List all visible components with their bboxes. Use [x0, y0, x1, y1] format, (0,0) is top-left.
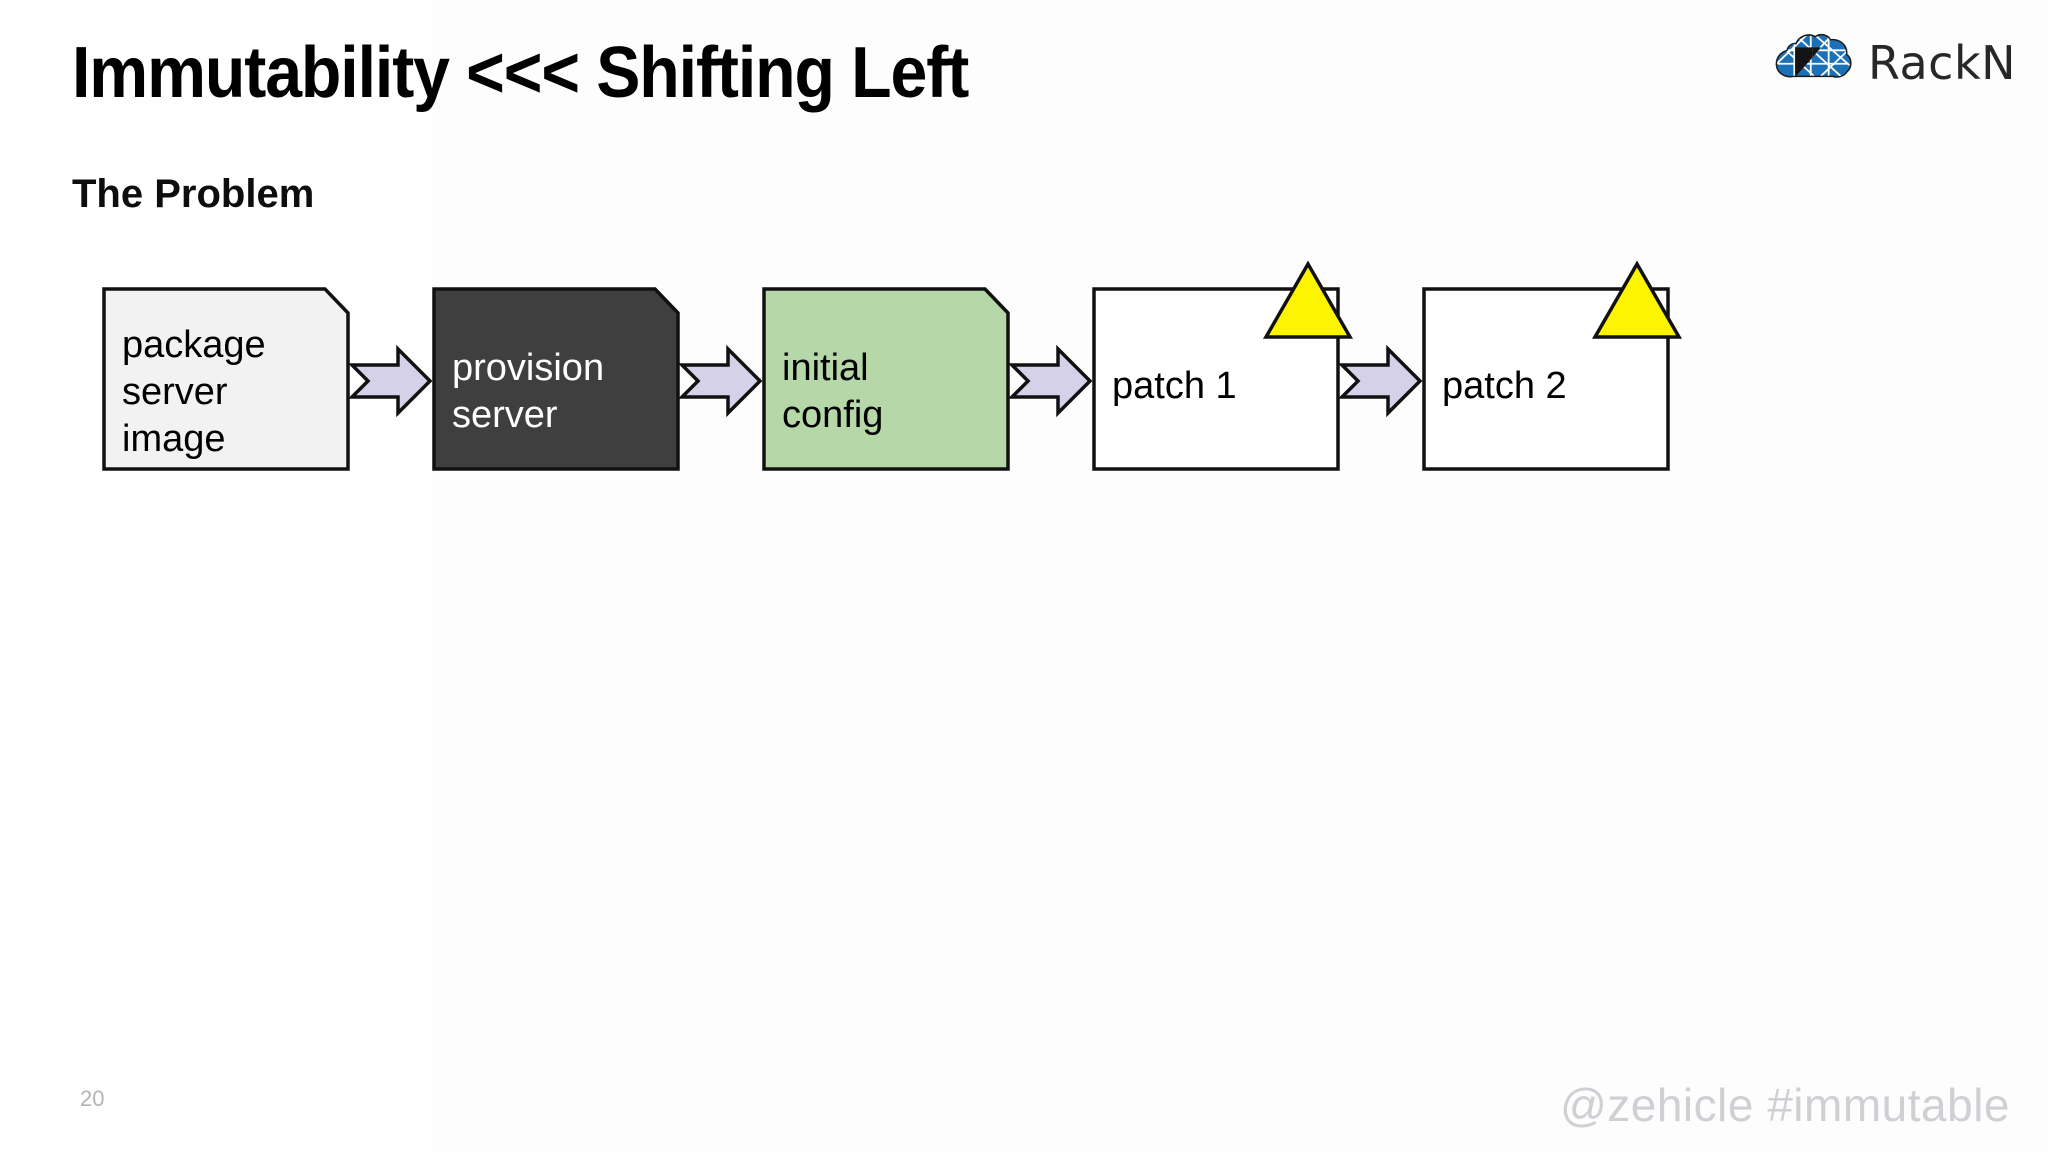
flow-node-label: server	[452, 394, 558, 436]
flow-node-label: patch 2	[1442, 365, 1567, 407]
rackn-wordmark: RackN	[1868, 36, 2016, 90]
flow-node-label: provision	[452, 347, 604, 389]
slide-number: 20	[80, 1086, 105, 1111]
warning-triangle-icon	[1591, 260, 1683, 339]
flow-connector-2	[677, 344, 763, 418]
page-subtitle: The Problem	[72, 172, 315, 216]
flow-node-label: package	[122, 324, 266, 366]
flow-node-label: config	[782, 394, 883, 436]
social-handle: @zehicle #immutable	[1560, 1079, 2010, 1131]
flow-node-initial-config: initial config	[762, 287, 1010, 471]
page-title: Immutability <<< Shifting Left	[72, 33, 969, 113]
flow-node-label: server	[122, 371, 228, 413]
rackn-logo: RackN	[1772, 32, 2016, 94]
warning-triangle-icon	[1262, 260, 1354, 339]
flow-node-label: initial	[782, 347, 869, 389]
rackn-cloud-icon	[1772, 32, 1854, 94]
flow-connector-3	[1007, 344, 1093, 418]
flow-connector-1	[347, 344, 433, 418]
flow-node-patch-2: patch 2	[1422, 260, 1683, 471]
flow-node-provision-server: provision server	[432, 287, 680, 471]
flow-node-patch-1: patch 1	[1092, 260, 1354, 471]
background-panel	[432, 0, 2048, 1152]
flow-node-label: patch 1	[1112, 365, 1237, 407]
flow-node-label: image	[122, 418, 226, 460]
flow-node-package-server-image: package server image	[102, 287, 350, 471]
flow-connector-4	[1337, 344, 1423, 418]
